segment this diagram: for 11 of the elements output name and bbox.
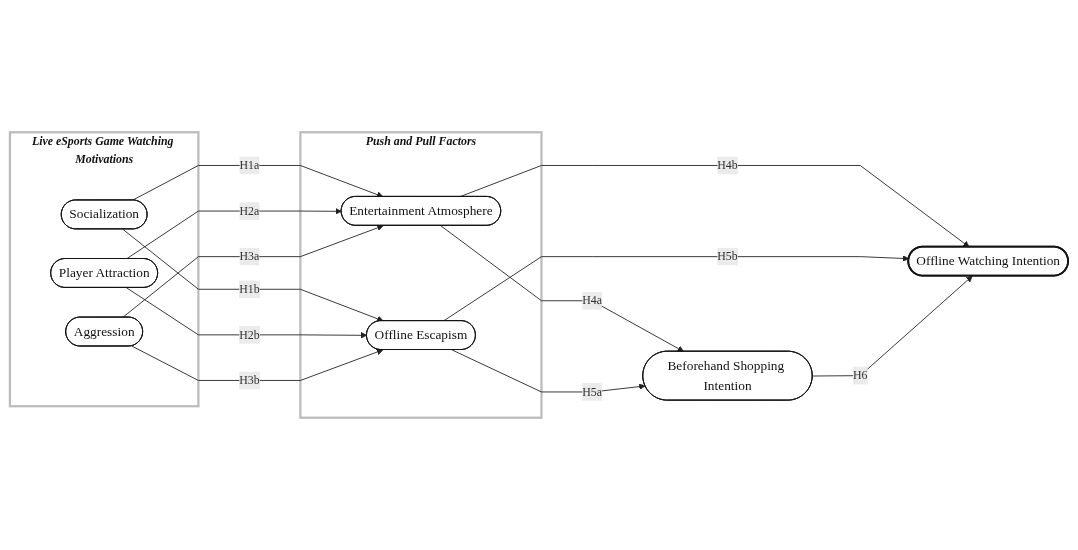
edge-label: H5b xyxy=(717,249,738,263)
edge-label: H1b xyxy=(239,282,260,296)
edge-label: H4b xyxy=(717,158,738,172)
edge-label: H6 xyxy=(852,368,868,382)
edge-label: H2b xyxy=(239,328,260,341)
edge-label: H3b xyxy=(239,373,260,387)
edge-label: H4a xyxy=(582,294,603,307)
edge-label: H3a xyxy=(239,249,260,263)
edge-label: H1a xyxy=(239,158,260,172)
edge-label: H5a xyxy=(582,385,603,398)
edge-label: H2a xyxy=(239,204,260,217)
